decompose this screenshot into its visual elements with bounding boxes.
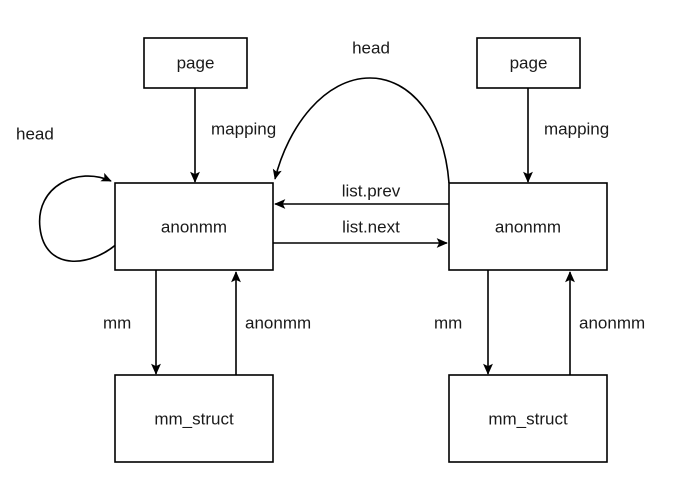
edge-label-head-left: head (16, 124, 54, 143)
node-anonmm-left-box[interactable] (114, 182, 274, 271)
edge-head-arc-path (272, 77, 450, 184)
edge-mapping-right: mapping (523, 88, 609, 183)
edge-mapping-left: mapping (190, 88, 276, 183)
node-anonmm-right[interactable]: anonmm (448, 182, 608, 271)
node-mmstruct-left[interactable]: mm_struct (114, 374, 274, 463)
edge-mm-right: mm (434, 270, 493, 375)
node-page-right[interactable]: page (476, 37, 581, 89)
node-mmstruct-right-label: mm_struct (488, 409, 568, 428)
node-mmstruct-right-box[interactable] (448, 374, 608, 463)
node-anonmm-left[interactable]: anonmm (114, 182, 274, 271)
node-mmstruct-left-label: mm_struct (154, 409, 234, 428)
edge-label-anonmm-right: anonmm (579, 313, 645, 332)
node-page-left-box[interactable] (143, 37, 248, 89)
edge-label-mapping-left: mapping (211, 119, 276, 138)
edge-label-list-prev: list.prev (342, 181, 401, 200)
node-page-right-box[interactable] (476, 37, 581, 89)
edge-list-next: list.next (273, 217, 448, 248)
node-page-left-label: page (177, 53, 215, 72)
edge-label-list-next: list.next (342, 217, 400, 236)
edge-label-mapping-right: mapping (544, 119, 609, 138)
edge-mm-left: mm (103, 270, 161, 375)
node-page-right-label: page (510, 53, 548, 72)
edge-list-prev: list.prev (274, 181, 449, 209)
edge-anonmm-right: anonmm (565, 271, 645, 375)
node-page-left[interactable]: page (143, 37, 248, 89)
node-mmstruct-right[interactable]: mm_struct (448, 374, 608, 463)
edge-head-self-loop: head (16, 124, 121, 262)
node-anonmm-right-label: anonmm (495, 217, 561, 236)
node-anonmm-left-label: anonmm (161, 217, 227, 236)
edge-label-head-center: head (352, 38, 390, 57)
edge-anonmm-left: anonmm (231, 271, 311, 375)
node-mmstruct-left-box[interactable] (114, 374, 274, 463)
edge-label-mm-left: mm (103, 313, 131, 332)
edge-head-arc: head (272, 38, 450, 184)
edge-label-mm-right: mm (434, 313, 462, 332)
node-anonmm-right-box[interactable] (448, 182, 608, 271)
edge-label-anonmm-left: anonmm (245, 313, 311, 332)
edge-head-self-loop-path (38, 172, 121, 262)
